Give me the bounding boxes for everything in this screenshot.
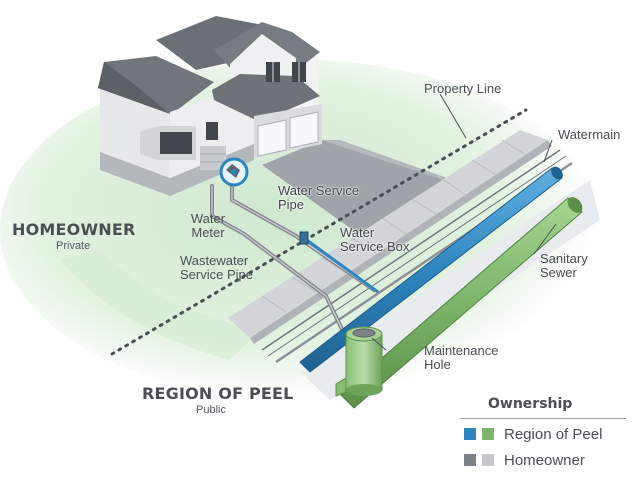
region-zone-subtitle: Public [196,404,226,416]
region-zone-title: REGION OF PEEL [142,384,294,403]
water-meter-label: Water Meter [190,211,226,240]
house [98,16,322,196]
sanitary-sewer-pipe [339,197,583,409]
property-line [110,108,528,356]
legend-swatch-homeowner-dark [464,454,476,466]
bay-window [160,132,192,154]
legend-item-homeowner: Homeowner [504,452,585,469]
garage-door-right [289,111,319,149]
sidewalk [228,130,552,344]
wastewater-service-pipe-label: Wastewater Service Pipe [180,253,253,282]
water-service-pipe [230,178,376,292]
maintenance-hole-label: Maintenance Hole [424,343,499,372]
ownership-legend: Ownership Region of Peel Homeowner [460,396,626,472]
water-service-box [299,231,309,245]
homeowner-zone-subtitle: Private [56,240,91,252]
label-leaders [371,139,557,351]
homeowner-zone-title: HOMEOWNER [12,220,136,239]
water-meter [219,157,249,187]
legend-item-region-of-peel: Region of Peel [504,426,603,443]
legend-divider [460,418,626,419]
garage-door-left [257,119,287,157]
sanitary-sewer-label: Sanitary Sewer [540,251,588,280]
watermain-pipe [299,166,563,373]
wastewater-service-pipe [210,184,354,352]
property-line-leader [439,93,467,139]
water-service-connection [303,236,379,294]
legend-swatch-region-sewer [482,428,494,440]
legend-swatch-region-water [464,428,476,440]
side-window [206,122,218,140]
watermain-label: Watermain [558,127,621,142]
water-service-pipe-label: Water Service Pipe [278,183,360,212]
legend-swatch-homeowner-light [482,454,494,466]
legend-title: Ownership [488,396,573,412]
maintenance-hole [335,326,383,397]
property-line-label: Property Line [424,81,502,96]
water-service-box-label: Water Service Box [340,225,410,254]
